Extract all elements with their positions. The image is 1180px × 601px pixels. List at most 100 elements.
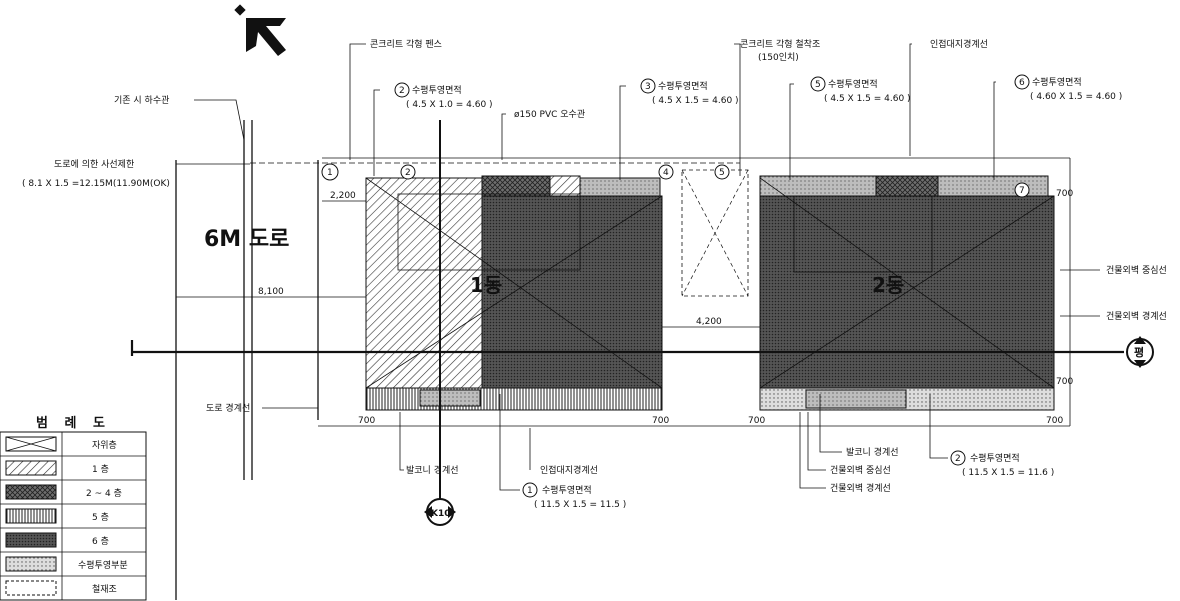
section-marker-right: 평: [1126, 336, 1154, 368]
svg-text:6: 6: [1019, 78, 1025, 88]
legend-label-6: 철재조: [92, 584, 117, 595]
note-outer-wall-boundary-right: 건물외벽 경계선: [1106, 310, 1167, 322]
svg-text:수평투영면적: 수평투영면적: [970, 452, 1020, 464]
building-2: 2동: [759, 175, 1055, 411]
building-2-top-right: [937, 175, 1049, 197]
svg-text:( 11.5 X 1.5 = 11.6 ): ( 11.5 X 1.5 = 11.6 ): [962, 468, 1054, 478]
building-2-top-mid: [875, 175, 939, 197]
plan-marker-5: 5: [714, 164, 730, 180]
legend-label-1: 1 층: [92, 464, 109, 475]
svg-text:7: 7: [1019, 186, 1025, 196]
section-marker-bottom: K10: [424, 498, 456, 526]
callout-1: 1 수평투영면적 ( 11.5 X 1.5 = 11.5 ): [522, 482, 626, 510]
svg-text:( 4.5 X 1.0 = 4.60 ): ( 4.5 X 1.0 = 4.60 ): [406, 100, 493, 110]
note-concrete-fence: 콘크리트 각형 펜스: [370, 38, 442, 50]
section-marker-right-label: 평: [1134, 345, 1144, 359]
legend-swatch-cross: [5, 436, 57, 452]
plan-marker-1: 1: [321, 163, 339, 181]
building-2-bottom-mid: [805, 389, 907, 409]
dimension-700-right-bottom: 700: [1056, 377, 1073, 387]
note-sight-limit: 도로에 의한 사선제한: [54, 159, 134, 170]
building-1-bottom-balcony: [365, 387, 663, 411]
legend: 범 례 도 자위층 1 층 2 ~ 4 층 5 층 6 층 수평투영부분 철재조: [0, 415, 147, 601]
svg-text:2: 2: [955, 454, 961, 464]
legend-swatch-dashbox: [5, 580, 57, 596]
callout-3: 3 수평투영면적 ( 4.5 X 1.5 = 4.60 ): [640, 78, 739, 106]
svg-text:수평투영면적: 수평투영면적: [658, 80, 708, 92]
callout-2-bottom: 2 수평투영면적 ( 11.5 X 1.5 = 11.6 ): [950, 450, 1054, 478]
svg-text:2: 2: [405, 168, 411, 178]
building-1-bottom-projection: [419, 389, 481, 407]
road-label: 6M 도로: [204, 227, 289, 252]
legend-swatch-vertical: [5, 508, 57, 524]
note-neighbor-line-bottom: 인접대지경계선: [540, 464, 598, 476]
legend-title: 범 례 도: [36, 415, 111, 431]
legend-swatch-cross-hatch: [5, 484, 57, 500]
svg-text:( 4.60 X 1.5 = 4.60 ): ( 4.60 X 1.5 = 4.60 ): [1030, 92, 1122, 102]
north-arrow-icon: [234, 4, 286, 56]
legend-label-3: 5 층: [92, 512, 109, 523]
plan-marker-2: 2: [400, 164, 416, 180]
legend-swatch-dots: [5, 556, 57, 572]
plan-marker-4: 4: [658, 164, 674, 180]
leader-lines: [176, 43, 1100, 491]
building-1: 1동: [365, 175, 663, 411]
middle-dashed-structure: [681, 169, 749, 297]
svg-text:( 4.5 X 1.5 = 4.60 ): ( 4.5 X 1.5 = 4.60 ): [652, 96, 739, 106]
building-1-inner-box: [397, 193, 581, 271]
note-sewer: 기존 시 하수관: [114, 95, 169, 106]
callout-6: 6 수평투영면적 ( 4.60 X 1.5 = 4.60 ): [1014, 74, 1122, 102]
note-outer-wall-center-right: 건물외벽 중심선: [1106, 264, 1167, 276]
building-1-floor1-area: [365, 177, 483, 389]
svg-text:( 4.5 X 1.5 = 4.60 ): ( 4.5 X 1.5 = 4.60 ): [824, 94, 911, 104]
note-balcony-line-left: 발코니 경계선: [406, 464, 459, 476]
note-drain-pipe: ø150 PVC 오수관: [514, 109, 585, 120]
svg-text:2: 2: [399, 86, 405, 96]
building-2-inner-box: [793, 195, 933, 273]
section-marker-bottom-label: K10: [431, 509, 451, 519]
dimension-4200: 4,200: [696, 317, 722, 327]
legend-swatch-diag: [5, 460, 57, 476]
building-1-top-projection: [579, 177, 661, 197]
legend-label-4: 6 층: [92, 536, 109, 547]
plan-marker-7: 7: [1014, 182, 1030, 198]
dimension-700-bottom-mid: 700: [652, 416, 669, 426]
note-concrete-fence-2: 콘크리트 각형 철착조: [740, 38, 820, 50]
note-neighbor-line-top: 인접대지경계선: [930, 38, 988, 50]
svg-text:5: 5: [719, 168, 725, 178]
building-1-upper-area: [481, 195, 663, 389]
svg-text:3: 3: [645, 82, 651, 92]
dimension-700-bottom-mid2: 700: [748, 416, 765, 426]
svg-text:1: 1: [327, 168, 333, 178]
dimension-2200: 2,200: [330, 191, 356, 201]
building-1-label: 1동: [470, 273, 502, 297]
note-concrete-fence-2-sub: (150인치): [758, 51, 799, 63]
dimension-700-right-top: 700: [1056, 189, 1073, 199]
svg-text:5: 5: [815, 80, 821, 90]
dimension-700-bottom-left: 700: [358, 416, 375, 426]
building-1-diagonal-2: [365, 195, 663, 389]
legend-label-0: 자위층: [92, 440, 117, 451]
note-sight-limit-calc: ( 8.1 X 1.5 =12.15M(11.90M(OK): [22, 179, 170, 189]
svg-text:1: 1: [527, 486, 533, 496]
svg-text:수평투영면적: 수평투영면적: [1032, 76, 1082, 88]
legend-label-2: 2 ~ 4 층: [86, 488, 122, 499]
callout-5: 5 수평투영면적 ( 4.5 X 1.5 = 4.60 ): [810, 76, 911, 104]
svg-text:4: 4: [663, 168, 669, 178]
note-balcony-line-right: 발코니 경계선: [846, 446, 899, 458]
building-2-top-left: [759, 175, 877, 197]
svg-text:수평투영면적: 수평투영면적: [542, 484, 592, 496]
note-outer-wall-boundary-bottom: 건물외벽 경계선: [830, 482, 891, 494]
svg-text:수평투영면적: 수평투영면적: [828, 78, 878, 90]
callout-2-top: 2 수평투영면적 ( 4.5 X 1.0 = 4.60 ): [394, 82, 493, 110]
legend-swatch-dense: [5, 532, 57, 548]
svg-text:( 11.5 X 1.5 = 11.5 ): ( 11.5 X 1.5 = 11.5 ): [534, 500, 626, 510]
building-2-label: 2동: [872, 273, 904, 297]
note-road-boundary: 도로 경계선: [206, 402, 250, 414]
building-1-top-strip: [481, 175, 551, 197]
dimension-8100: 8,100: [258, 287, 284, 297]
building-1-top-strip-2: [549, 175, 581, 197]
legend-label-5: 수평투영부분: [78, 560, 128, 571]
svg-text:수평투영면적: 수평투영면적: [412, 84, 462, 96]
